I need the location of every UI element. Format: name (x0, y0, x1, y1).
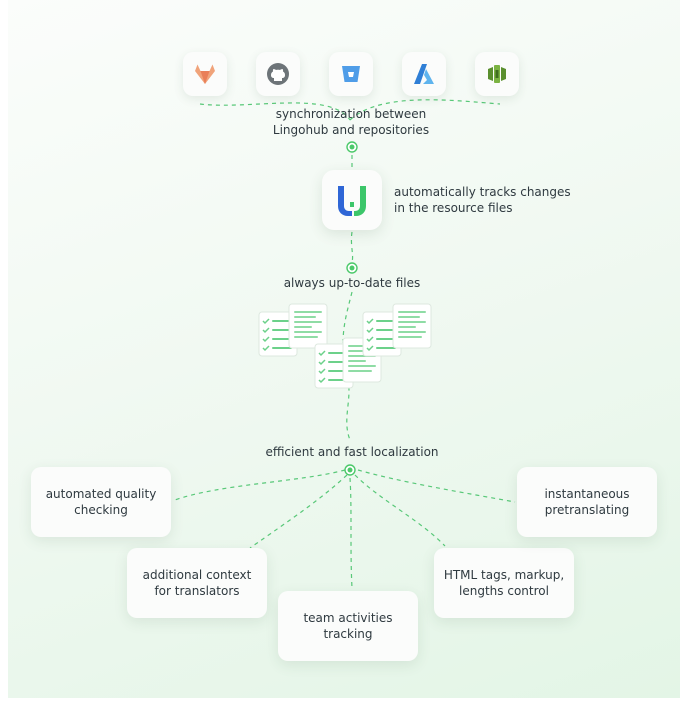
to-quality-line (174, 469, 346, 501)
gitlab-icon (183, 52, 227, 96)
feature-additional-context: additional context for translators (127, 548, 267, 618)
repo-connector-right (349, 99, 501, 121)
aws-codecommit-icon (475, 52, 519, 96)
lingohub-logo (322, 170, 382, 230)
node-dot-1 (346, 141, 358, 153)
logo-to-files-line (350, 231, 354, 263)
github-icon (256, 52, 300, 96)
bitbucket-icon (329, 52, 373, 96)
tracks-label: automatically tracks changes in the reso… (394, 185, 571, 215)
feature-html-markup: HTML tags, markup, lengths control (434, 548, 574, 618)
feature-quality-checking: automated quality checking (31, 467, 171, 537)
uptodate-label: always up-to-date files (283, 276, 421, 290)
lingohub-logo-icon (338, 186, 366, 216)
feature-pretranslating: instantaneous pretranslating (517, 467, 657, 537)
node-dot-2 (346, 262, 358, 274)
document-pair-right (362, 303, 432, 357)
to-html-line (354, 474, 446, 547)
to-context-line (249, 474, 348, 549)
documents-illustration (258, 303, 432, 389)
node-dot-3 (344, 464, 356, 476)
feature-team-activities: team activities tracking (278, 591, 418, 661)
sync-label: synchronization between Lingohub and rep… (272, 107, 430, 137)
to-team-line (349, 477, 353, 589)
azure-devops-icon (402, 52, 446, 96)
localization-label: efficient and fast localization (265, 445, 439, 459)
to-pretranslate-line (357, 469, 516, 503)
repo-connector-left (199, 102, 351, 121)
